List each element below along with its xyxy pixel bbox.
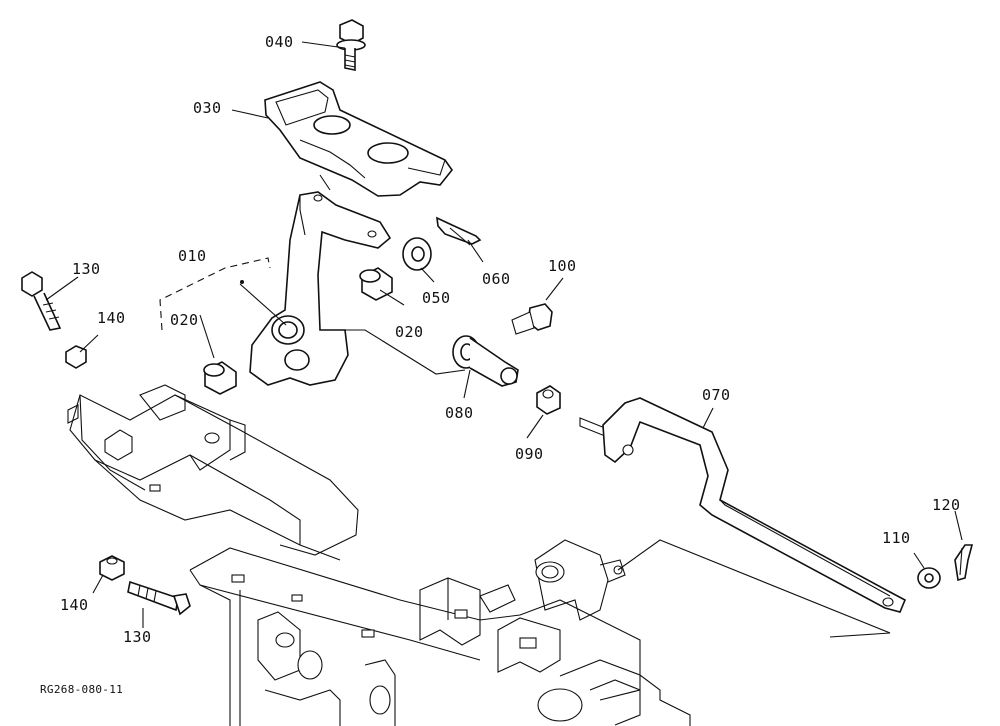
part-070-rod — [579, 397, 907, 613]
part-090-nut — [536, 385, 561, 415]
callout-130-lower: 130 — [123, 628, 152, 646]
frame-chassis — [67, 384, 691, 726]
part-110-washer — [917, 567, 941, 589]
part-120-spring-pin — [954, 544, 974, 582]
callout-020-right: 020 — [395, 323, 424, 341]
callout-010: 010 — [178, 247, 207, 265]
drawing-reference-code: RG268-080-11 — [40, 683, 124, 696]
callout-070: 070 — [702, 386, 731, 404]
callout-080: 080 — [445, 404, 474, 422]
callout-020-left: 020 — [170, 311, 199, 329]
callout-090: 090 — [515, 445, 544, 463]
callout-100: 100 — [548, 257, 577, 275]
callout-140-lower: 140 — [60, 596, 89, 614]
part-050-washer — [402, 237, 432, 271]
part-040-bolt — [336, 19, 366, 71]
callout-130-upper: 130 — [72, 260, 101, 278]
part-130-bolt-upper — [21, 271, 62, 331]
part-100-bolt — [511, 303, 553, 335]
callout-110: 110 — [882, 529, 911, 547]
callout-140-upper: 140 — [97, 309, 126, 327]
part-080-rod-end — [452, 335, 519, 387]
part-030-guide — [264, 81, 453, 197]
part-060-pin — [436, 216, 482, 246]
callout-030: 030 — [193, 99, 222, 117]
part-020-bushing-left — [203, 361, 237, 395]
callout-040: 040 — [265, 33, 294, 51]
callout-050: 050 — [422, 289, 451, 307]
part-010-lever — [249, 191, 392, 386]
part-140-nut-lower — [99, 555, 125, 581]
callout-120: 120 — [932, 496, 961, 514]
part-130-bolt-lower — [127, 580, 191, 616]
part-020-bushing-right — [359, 267, 393, 301]
callout-leaders — [45, 41, 963, 628]
callout-060: 060 — [482, 270, 511, 288]
